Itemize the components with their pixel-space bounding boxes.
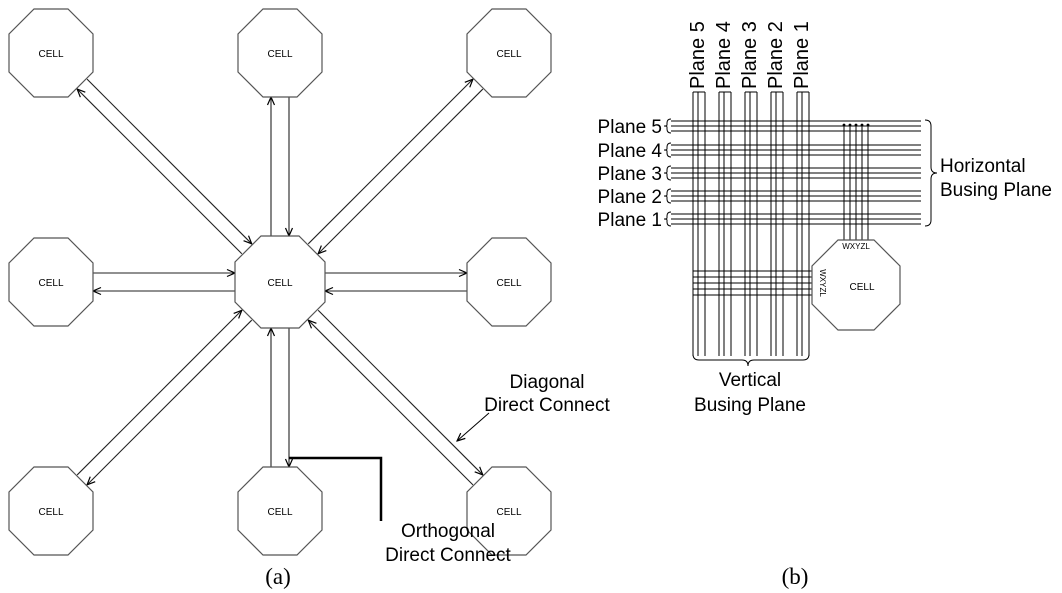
vertical-plane-label-3: Plane 3 [739,21,761,89]
direct-connections [77,79,483,485]
diagonal-connect-line [317,309,483,475]
orthogonal-leader-bracket [289,456,383,521]
diagonal-leader-arrow [457,412,490,441]
horizontal-plane-label-3: Plane 3 [598,164,662,185]
plane-brace [663,165,672,181]
cell-octagon [8,8,94,98]
side-pin-labels: WXYZL [818,269,827,297]
panel-a: CELL CELL CELL CELL CELL CELL CELL CELL [8,8,611,589]
caption-b: (b) [782,564,809,589]
pin-tap-dot [860,123,864,127]
cell-label: CELL [496,278,521,289]
plane-brace [663,142,672,158]
diagonal-connect-line [77,89,243,255]
diagonal-connect-line [318,88,484,254]
cell-label: CELL [496,49,521,60]
cell-node-top-right: CELL [466,8,552,98]
diagonal-label-line2: Direct Connect [484,395,610,416]
horizontal-plane-label-4: Plane 4 [598,141,663,162]
diagonal-connect-line [76,310,242,476]
caption-a: (a) [265,564,291,589]
cell-node-left: CELL [8,237,94,327]
plane-brace [663,118,672,134]
cell-octagon [8,237,94,327]
diagonal-connect-line [87,319,253,485]
orthogonal-label-line1: Orthogonal [401,521,495,542]
diagonal-label-line1: Diagonal [510,372,585,393]
vertical-busing-brace [692,353,810,367]
cell-octagon [237,466,323,556]
horizontal-busing-brace [924,119,938,227]
vertical-plane-label-5: Plane 5 [687,21,709,89]
cell-label: CELL [267,49,292,60]
cell-octagon [466,237,552,327]
cell-node-bottom-right: CELL [466,466,552,556]
horizontal-plane-label-2: Plane 2 [598,187,662,208]
horizontal-busing-label-line1: Horizontal [940,156,1026,177]
cell-label: CELL [496,507,521,518]
cell-node-right: CELL [466,237,552,327]
cell-label: CELL [267,278,292,289]
cell-octagon [466,8,552,98]
cell-octagon [811,239,901,331]
horizontal-plane-label-1: Plane 1 [598,210,662,231]
plane-brace [663,188,672,204]
cell-label: CELL [38,507,63,518]
vertical-plane-label-1: Plane 1 [791,21,813,89]
cell-label: CELL [267,507,292,518]
cell-node-bottom-left: CELL [8,466,94,556]
top-pin-labels: WXYZL [842,242,870,251]
cell-octagon [234,235,326,329]
cell-label: CELL [849,282,874,293]
pin-tap-dot [854,123,858,127]
cell-label: CELL [38,49,63,60]
pin-tap-dot [866,123,870,127]
vertical-plane-label-4: Plane 4 [713,21,735,89]
vertical-busing-label-line2: Busing Plane [694,395,806,416]
cell-node-top-left: CELL [8,8,94,98]
pin-tap-dot [842,123,846,127]
cell-pin-wires [693,123,870,296]
cell-node-b: CELL WXYZL WXYZL [811,239,901,331]
vertical-plane-label-2: Plane 2 [765,21,787,89]
cell-node-top: CELL [237,8,323,98]
horizontal-plane-label-5: Plane 5 [598,117,662,138]
horizontal-busing-plane [671,120,921,225]
panel-b: Plane 5 Plane 4 Plane 3 Plane 2 Plane 1 … [598,21,1052,589]
vertical-busing-label-line1: Vertical [719,370,781,391]
cell-node-center: CELL [234,235,326,329]
diagonal-connect-line [86,78,252,244]
pin-tap-dot [848,123,852,127]
cell-label: CELL [38,278,63,289]
cell-node-bottom: CELL [237,466,323,556]
cell-octagon [237,8,323,98]
plane-brace [663,211,672,227]
cell-octagon [466,466,552,556]
diagonal-connect-line [308,320,474,486]
plane-braces [663,118,672,227]
diagonal-connect-line [307,79,473,245]
cell-octagon [8,466,94,556]
orthogonal-label-line2: Direct Connect [385,545,511,566]
horizontal-busing-label-line2: Busing Plane [940,180,1052,201]
